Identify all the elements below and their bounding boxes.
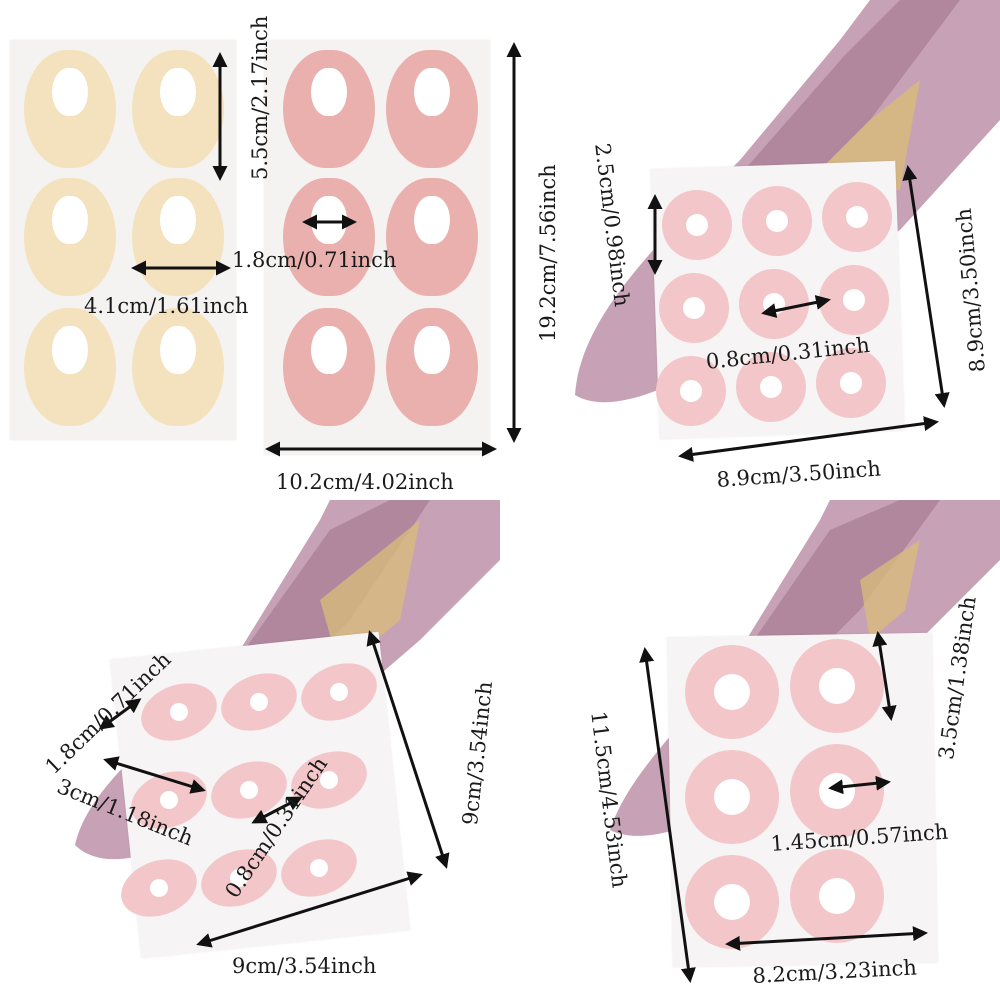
pad-hole xyxy=(714,674,750,710)
oval-pad xyxy=(24,178,116,296)
oval-pad xyxy=(386,178,478,296)
pad-hole xyxy=(414,326,450,374)
pad-hole xyxy=(52,68,88,116)
hole-width-label: 1.8cm/0.71inch xyxy=(232,248,397,272)
pad-hole xyxy=(686,214,708,236)
pad-hole xyxy=(160,68,196,116)
pad-hole xyxy=(311,68,347,116)
round-pad xyxy=(685,750,779,844)
pad-hole xyxy=(160,196,196,244)
pad-height-label: 5.5cm/2.17inch xyxy=(248,15,272,180)
pad-hole xyxy=(52,326,88,374)
oval-pad xyxy=(283,50,375,168)
round-pad xyxy=(816,348,886,418)
sheet-width-label: 10.2cm/4.02inch xyxy=(276,470,454,494)
pad-hole xyxy=(714,779,750,815)
oval-pad xyxy=(132,50,224,168)
pad-hole xyxy=(52,196,88,244)
oval-pad xyxy=(386,308,478,426)
sheet-height-label: 19.2cm/7.56inch xyxy=(536,164,560,342)
round-pad xyxy=(736,352,806,422)
pad-hole xyxy=(843,289,865,311)
round-pad xyxy=(819,265,889,335)
oval-pad xyxy=(386,50,478,168)
round-pad xyxy=(659,273,729,343)
sheet-width-label: 9cm/3.54inch xyxy=(232,954,377,978)
pad-hole xyxy=(819,878,855,914)
pad-hole xyxy=(840,372,862,394)
pad-hole xyxy=(846,206,868,228)
round-pad xyxy=(742,186,812,256)
panel-round-pads-large xyxy=(500,500,1000,1000)
pad-hole xyxy=(760,376,782,398)
pad-hole xyxy=(311,326,347,374)
round-pad xyxy=(685,645,779,739)
pad-hole xyxy=(414,68,450,116)
oval-pad xyxy=(24,308,116,426)
pad-hole xyxy=(414,196,450,244)
oval-pad xyxy=(132,308,224,426)
pad-hole xyxy=(819,668,855,704)
round-pad xyxy=(662,190,732,260)
oval-pad xyxy=(132,178,224,296)
oval-pad xyxy=(283,308,375,426)
round-pad xyxy=(656,356,726,426)
pad-hole xyxy=(766,210,788,232)
round-pad xyxy=(822,182,892,252)
pad-hole xyxy=(714,884,750,920)
pad-hole xyxy=(683,297,705,319)
oval-pad xyxy=(24,50,116,168)
pad-hole xyxy=(680,380,702,402)
pad-width-label: 4.1cm/1.61inch xyxy=(84,294,249,318)
round-pad xyxy=(790,639,884,733)
panel-oval-pads xyxy=(0,0,540,500)
panel-round-pads-small xyxy=(540,0,1000,500)
pad-hole xyxy=(160,326,196,374)
